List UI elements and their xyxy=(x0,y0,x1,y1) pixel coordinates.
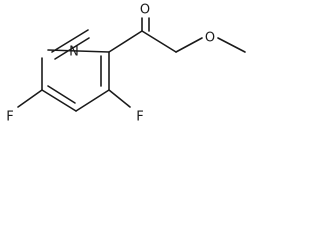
fluorine-5-label: F xyxy=(6,110,13,125)
bond-ch2-oxygen xyxy=(175,37,203,53)
bond-c3-fluorine xyxy=(108,89,131,108)
bond-c2-carbonyl xyxy=(108,30,143,53)
bond-carbonyl-ch2 xyxy=(141,30,177,53)
bond-c2-c3 xyxy=(75,89,110,112)
fluorine-3-label: F xyxy=(136,110,143,125)
structure-diagram: N O O F F xyxy=(6,3,246,125)
bond-c5-n1 xyxy=(47,49,110,53)
nitrogen-label: N xyxy=(69,45,79,60)
carbonyl-oxygen-label: O xyxy=(140,3,150,18)
bond-n1-c6 xyxy=(51,29,89,53)
bond-c5-fluorine xyxy=(17,89,43,108)
bond-oxygen-methyl xyxy=(217,37,246,53)
bond-c3-c4 xyxy=(41,89,77,112)
bond-n1-c6-inner xyxy=(54,37,90,60)
bond-c3-c4-inner xyxy=(47,85,76,104)
ether-oxygen-label: O xyxy=(205,31,215,46)
